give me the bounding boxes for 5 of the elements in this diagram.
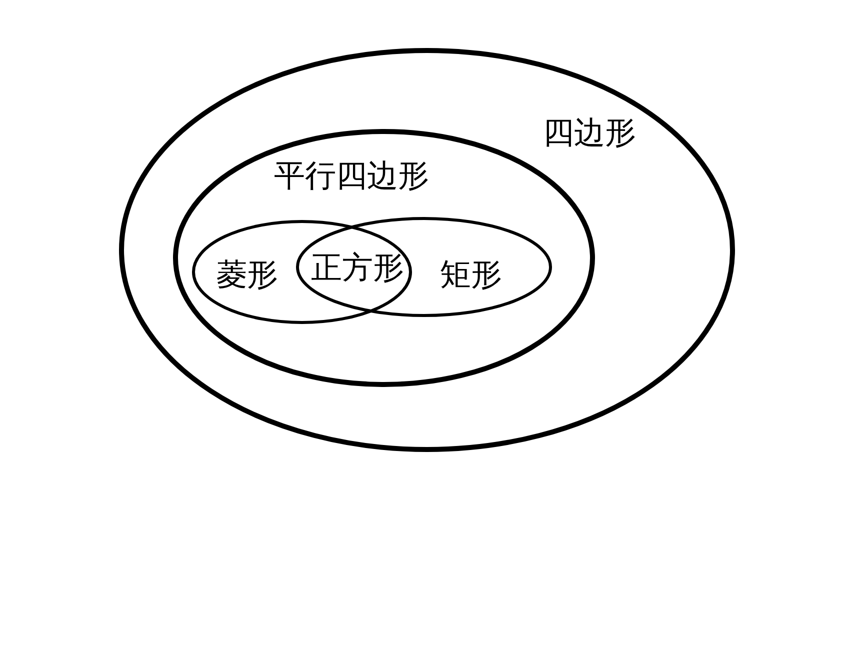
set-label: 平行四边形 [274, 158, 429, 194]
set-label: 菱形 [216, 257, 278, 293]
set-label: 正方形 [311, 250, 404, 286]
set-label: 四边形 [543, 115, 636, 151]
set-label: 矩形 [440, 257, 502, 293]
